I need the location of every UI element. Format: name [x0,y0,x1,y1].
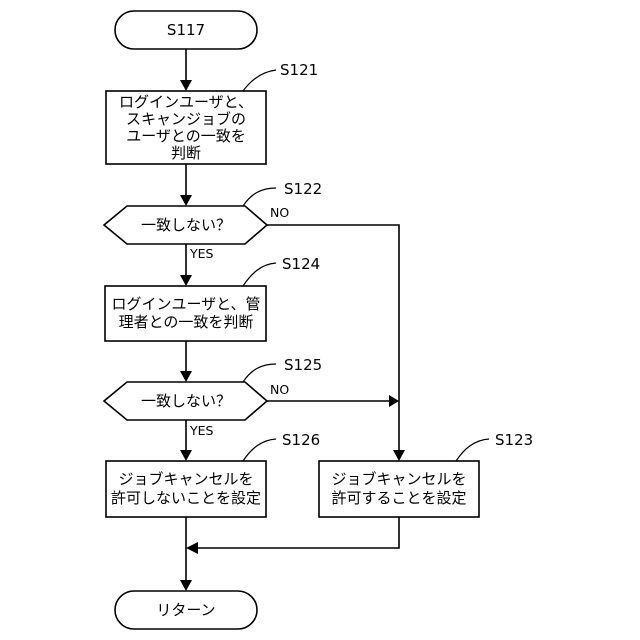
arrowhead [180,195,192,206]
s126-line-1: ジョブキャンセルを [118,470,253,488]
step-id-s121: S121 [280,61,318,79]
arrowhead [180,450,192,461]
s123-line-2: 許可することを設定 [331,489,466,507]
s125-yes-label: YES [189,423,214,438]
s122-question: 一致しない？ [141,216,231,234]
s122-no-label: NO [270,205,289,220]
s121-line-4: 判断 [171,144,201,162]
s121-line-2: スキャンジョブの [126,110,246,128]
step-id-s122: S122 [284,180,322,198]
arrowhead [180,371,192,382]
step-leader-s126 [243,439,276,461]
step-id-s124: S124 [282,255,320,273]
s125-question: 一致しない？ [141,392,231,410]
s122-yes-label: YES [189,246,214,261]
step-leader-s124 [243,263,276,286]
s121-line-1: ログインユーザと、 [119,93,253,111]
s124-line-1: ログインユーザと、管 [111,295,260,313]
s126-line-2: 許可しないことを設定 [111,489,261,507]
arrowhead [180,80,192,91]
s125-no-label: NO [270,382,289,397]
step-leader-s123 [456,439,489,461]
s124-line-2: 理者との一致を判断 [119,313,254,331]
arrowhead [180,580,192,591]
s123-line-1: ジョブキャンセルを [331,470,466,488]
step-id-s123: S123 [495,431,533,449]
flow-s123-merge [196,517,399,548]
arrowhead [393,450,405,461]
arrowhead [389,395,399,407]
end-label: リターン [156,601,215,619]
step-leader-s125 [243,364,276,382]
arrowhead [180,275,192,286]
s121-line-3: ユーザとの一致を [126,127,246,145]
start-label: S117 [167,21,205,39]
step-leader-s121 [243,70,276,91]
arrowhead [186,542,198,554]
step-id-s125: S125 [284,356,322,374]
step-id-s126: S126 [282,431,320,449]
step-leader-s122 [243,188,276,206]
